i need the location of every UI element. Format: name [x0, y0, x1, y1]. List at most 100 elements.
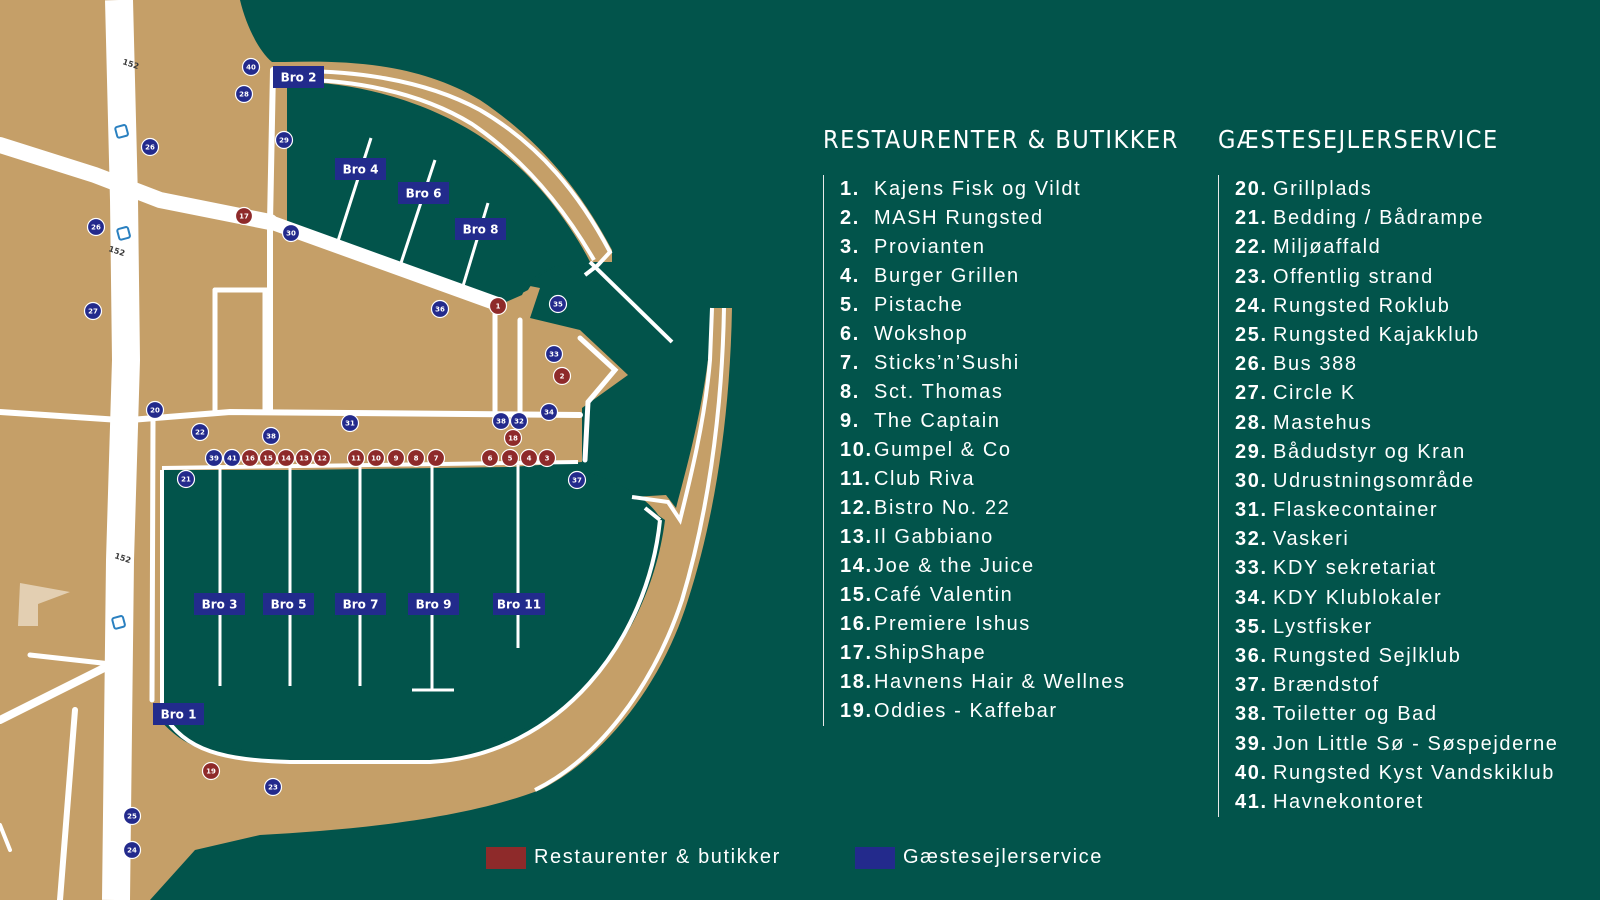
item-number: 8. [840, 381, 860, 403]
restaurant-item: 7. Sticks’n’Sushi [840, 349, 1126, 378]
restaurant-marker-7[interactable]: 7 [426, 448, 446, 468]
service-marker-39[interactable]: 39 [204, 448, 224, 468]
svg-text:2: 2 [560, 373, 565, 381]
svg-text:8: 8 [414, 455, 419, 463]
service-marker-35[interactable]: 35 [548, 294, 568, 314]
item-number: 7. [840, 352, 860, 374]
restaurant-marker-8[interactable]: 8 [406, 448, 426, 468]
restaurant-marker-11[interactable]: 11 [346, 448, 366, 468]
service-item: 20.Grillplads [1235, 175, 1559, 204]
item-number: 29. [1235, 440, 1268, 463]
item-name: KDY sekretariat [1273, 557, 1437, 580]
svg-text:17: 17 [239, 213, 249, 221]
restaurant-marker-15[interactable]: 15 [258, 448, 278, 468]
restaurant-marker-12[interactable]: 12 [312, 448, 332, 468]
restaurant-marker-2[interactable]: 2 [552, 366, 572, 386]
restaurant-marker-17[interactable]: 17 [234, 206, 254, 226]
restaurant-marker-6[interactable]: 6 [480, 448, 500, 468]
service-marker-27[interactable]: 27 [83, 301, 103, 321]
svg-text:Bro 5: Bro 5 [271, 598, 307, 612]
service-marker-24[interactable]: 24 [122, 840, 142, 860]
service-marker-37[interactable]: 37 [567, 470, 587, 490]
restaurant-marker-19[interactable]: 19 [201, 761, 221, 781]
item-number: 34. [1235, 586, 1268, 609]
item-number: 19. [840, 700, 873, 722]
bus-stop-icon [116, 226, 131, 241]
service-marker-31[interactable]: 31 [340, 413, 360, 433]
item-number: 40. [1235, 761, 1268, 784]
restaurant-marker-1[interactable]: 1 [488, 296, 508, 316]
svg-text:Bro 2: Bro 2 [281, 71, 317, 85]
service-marker-38[interactable]: 38 [261, 426, 281, 446]
item-name: Bistro No. 22 [874, 497, 1011, 519]
service-marker-32[interactable]: 32 [509, 411, 529, 431]
service-marker-28[interactable]: 28 [234, 84, 254, 104]
service-item: 26.Bus 388 [1235, 350, 1559, 379]
restaurant-marker-13[interactable]: 13 [294, 448, 314, 468]
service-marker-33[interactable]: 33 [544, 344, 564, 364]
item-name: Premiere Ishus [874, 613, 1031, 635]
item-name: Bus 388 [1273, 353, 1358, 376]
item-name: Grillplads [1273, 178, 1373, 200]
item-name: Offentlig strand [1273, 265, 1434, 288]
item-number: 38. [1235, 703, 1268, 726]
service-item: 23.Offentlig strand [1235, 263, 1559, 292]
restaurant-marker-10[interactable]: 10 [366, 448, 386, 468]
restaurant-marker-5[interactable]: 5 [500, 448, 520, 468]
item-name: Sticks’n’Sushi [874, 352, 1020, 374]
service-marker-26[interactable]: 26 [140, 137, 160, 157]
service-marker-22[interactable]: 22 [190, 422, 210, 442]
item-number: 3. [840, 236, 860, 258]
svg-text:28: 28 [239, 91, 249, 99]
svg-text:16: 16 [245, 455, 255, 463]
service-item: 41.Havnekontoret [1235, 788, 1559, 817]
svg-text:Bro 1: Bro 1 [161, 708, 197, 722]
svg-text:23: 23 [268, 784, 278, 792]
pier-label-bro-2: Bro 2 [273, 66, 324, 88]
item-number: 2. [840, 207, 860, 229]
svg-text:22: 22 [195, 429, 205, 437]
service-marker-23[interactable]: 23 [263, 777, 283, 797]
item-number: 32. [1235, 528, 1268, 551]
restaurant-item: 9. The Captain [840, 407, 1126, 436]
item-number: 9. [840, 410, 860, 432]
item-name: Rungsted Sejlklub [1273, 645, 1462, 667]
service-item: 32.Vaskeri [1235, 525, 1559, 554]
item-number: 26. [1235, 353, 1268, 376]
service-marker-36[interactable]: 36 [430, 299, 450, 319]
service-marker-20[interactable]: 20 [145, 400, 165, 420]
restaurant-marker-9[interactable]: 9 [386, 448, 406, 468]
item-name: Udrustningsområde [1273, 469, 1475, 492]
item-name: Vaskeri [1273, 528, 1350, 551]
restaurant-item: 3.Provianten [840, 233, 1126, 262]
restaurant-marker-4[interactable]: 4 [519, 448, 539, 468]
item-number: 41. [1235, 790, 1268, 813]
service-marker-30[interactable]: 30 [281, 223, 301, 243]
service-marker-25[interactable]: 25 [122, 806, 142, 826]
item-name: Lystfisker [1273, 615, 1373, 638]
item-number: 30. [1235, 469, 1268, 492]
restaurant-item: 11.Club Riva [840, 465, 1126, 494]
service-item: 33.KDY sekretariat [1235, 554, 1559, 583]
restaurant-marker-16[interactable]: 16 [240, 448, 260, 468]
item-number: 6. [840, 323, 860, 345]
service-marker-40[interactable]: 40 [241, 57, 261, 77]
item-name: The Captain [874, 410, 1001, 432]
restaurant-marker-18[interactable]: 18 [503, 428, 523, 448]
service-marker-29[interactable]: 29 [274, 130, 294, 150]
service-marker-26[interactable]: 26 [86, 217, 106, 237]
svg-text:5: 5 [508, 455, 513, 463]
svg-text:21: 21 [181, 476, 191, 484]
svg-text:38: 38 [266, 433, 276, 441]
svg-text:7: 7 [434, 455, 439, 463]
service-marker-21[interactable]: 21 [176, 469, 196, 489]
service-marker-34[interactable]: 34 [539, 402, 559, 422]
restaurant-marker-3[interactable]: 3 [537, 448, 557, 468]
item-name: Rungsted Roklub [1273, 294, 1451, 317]
service-marker-41[interactable]: 41 [222, 448, 242, 468]
svg-text:33: 33 [549, 351, 559, 359]
service-marker-38[interactable]: 38 [491, 411, 511, 431]
restaurant-marker-14[interactable]: 14 [276, 448, 296, 468]
